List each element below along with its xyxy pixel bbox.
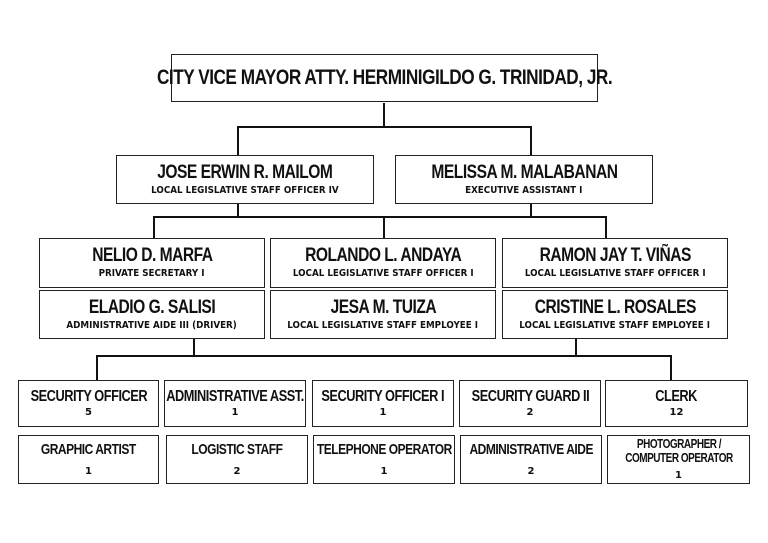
- connector-line: [237, 204, 239, 217]
- position-title: LOCAL LEGISLATIVE STAFF OFFICER I: [292, 268, 474, 280]
- position-count: 1: [380, 465, 388, 477]
- person-name: RAMON JAY T. VIÑAS: [539, 245, 691, 267]
- staff-position-box: PHOTOGRAPHER / COMPUTER OPERATOR 1: [607, 435, 750, 484]
- position-title: EXECUTIVE ASSISTANT I: [465, 184, 583, 196]
- private-secretary-box: NELIO D. MARFA PRIVATE SECRETARY I: [39, 238, 265, 288]
- connector-line: [670, 355, 672, 381]
- staff-position-box: TELEPHONE OPERATOR 1: [313, 435, 455, 484]
- connector-line: [96, 355, 672, 357]
- position-name: CLERK: [655, 387, 698, 405]
- position-title: LOCAL LEGISLATIVE STAFF EMPLOYEE I: [519, 319, 711, 331]
- connector-line: [237, 126, 532, 128]
- person-name: MELISSA M. MALABANAN: [430, 161, 618, 183]
- connector-line: [530, 204, 532, 217]
- connector-line: [153, 216, 155, 239]
- position-title: ADMINISTRATIVE AIDE III (DRIVER): [66, 319, 238, 331]
- position-name: ADMINISTRATIVE AIDE: [469, 441, 593, 459]
- position-name: ADMINISTRATIVE ASST.: [166, 387, 304, 405]
- connector-line: [153, 216, 607, 218]
- position-name: SECURITY OFFICER I: [321, 387, 445, 405]
- staff-officer-i-box: RAMON JAY T. VIÑAS LOCAL LEGISLATIVE STA…: [502, 238, 728, 288]
- position-title: PRIVATE SECRETARY I: [99, 268, 205, 280]
- position-name: PHOTOGRAPHER / COMPUTER OPERATOR: [624, 437, 733, 465]
- staff-position-box: SECURITY GUARD II 2: [459, 380, 601, 427]
- position-count: 1: [675, 469, 682, 481]
- position-name: TELEPHONE OPERATOR: [316, 441, 452, 459]
- position-count: 2: [526, 407, 534, 419]
- person-name: NELIO D. MARFA: [91, 245, 213, 267]
- person-name: CRISTINE L. ROSALES: [534, 296, 696, 318]
- position-title: LOCAL LEGISLATIVE STAFF OFFICER IV: [151, 184, 339, 196]
- position-title: LOCAL LEGISLATIVE STAFF OFFICER I: [524, 268, 706, 280]
- position-name: LOGISTIC STAFF: [191, 441, 283, 459]
- position-name: SECURITY OFFICER: [30, 387, 147, 405]
- person-name: JOSE ERWIN R. MAILOM: [157, 161, 333, 183]
- person-name: ROLANDO L. ANDAYA: [304, 245, 462, 267]
- connector-line: [237, 126, 239, 156]
- staff-position-box: SECURITY OFFICER I 1: [312, 380, 454, 427]
- staff-position-box: GRAPHIC ARTIST 1: [18, 435, 159, 484]
- connector-line: [193, 339, 195, 356]
- staff-employee-i-box: JESA M. TUIZA LOCAL LEGISLATIVE STAFF EM…: [270, 290, 496, 339]
- connector-line: [530, 126, 532, 156]
- position-count: 12: [669, 407, 684, 419]
- connector-line: [383, 103, 385, 127]
- position-count: 1: [231, 407, 239, 419]
- staff-position-box: ADMINISTRATIVE ASST. 1: [164, 380, 306, 427]
- staff-position-box: CLERK 12: [605, 380, 748, 427]
- connector-line: [605, 216, 607, 239]
- position-name: SECURITY GUARD II: [471, 387, 589, 405]
- position-count: 1: [379, 407, 387, 419]
- person-name: ELADIO G. SALISI: [88, 296, 216, 318]
- staff-employee-i-box: CRISTINE L. ROSALES LOCAL LEGISLATIVE ST…: [502, 290, 728, 339]
- executive-assistant-box: MELISSA M. MALABANAN EXECUTIVE ASSISTANT…: [395, 155, 653, 204]
- connector-line: [575, 339, 577, 356]
- position-count: 1: [85, 465, 92, 477]
- administrative-aide-iii-box: ELADIO G. SALISI ADMINISTRATIVE AIDE III…: [39, 290, 265, 339]
- connector-line: [383, 216, 385, 239]
- position-name: GRAPHIC ARTIST: [41, 441, 136, 459]
- position-count: 2: [527, 465, 535, 477]
- staff-position-box: SECURITY OFFICER 5: [18, 380, 159, 427]
- vice-mayor-box: CITY VICE MAYOR ATTY. HERMINIGILDO G. TR…: [157, 54, 613, 102]
- staff-officer-i-box: ROLANDO L. ANDAYA LOCAL LEGISLATIVE STAF…: [270, 238, 496, 288]
- position-count: 5: [85, 407, 92, 419]
- staff-position-box: ADMINISTRATIVE AIDE 2: [460, 435, 602, 484]
- position-count: 2: [233, 465, 241, 477]
- staff-position-box: LOGISTIC STAFF 2: [166, 435, 308, 484]
- staff-officer-iv-box: JOSE ERWIN R. MAILOM LOCAL LEGISLATIVE S…: [116, 155, 374, 204]
- position-title: LOCAL LEGISLATIVE STAFF EMPLOYEE I: [287, 319, 479, 331]
- vice-mayor-name: CITY VICE MAYOR ATTY. HERMINIGILDO G. TR…: [156, 65, 613, 89]
- person-name: JESA M. TUIZA: [330, 296, 436, 318]
- connector-line: [96, 355, 98, 381]
